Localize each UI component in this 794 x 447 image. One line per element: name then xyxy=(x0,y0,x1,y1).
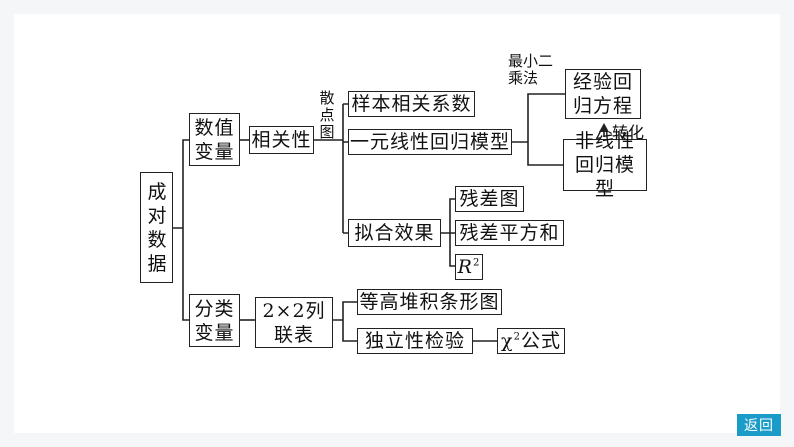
root-label: 成对数据 xyxy=(147,180,168,275)
r-squared-label: R2 xyxy=(457,256,481,278)
linear-regression-label: 一元线性回归模型 xyxy=(349,131,510,153)
transform-arrow-icon xyxy=(599,123,609,132)
empirical-regression-label: 经验回归方程 xyxy=(573,71,634,117)
correlation-label: 相关性 xyxy=(251,129,312,151)
contingency-line-1: 2×2列 xyxy=(262,299,326,322)
numeric-variable-label: 数值变量 xyxy=(194,116,235,163)
residual-sum-squares-node: 残差平方和 xyxy=(455,220,564,246)
residual-plot-node: 残差图 xyxy=(455,186,524,212)
sample-correlation-node: 样本相关系数 xyxy=(348,91,475,117)
linear-regression-node: 一元线性回归模型 xyxy=(348,129,512,155)
scatter-plot-label: 散点图 xyxy=(319,89,335,141)
fit-effect-node: 拟合效果 xyxy=(348,219,441,247)
least-squares-label: 最小二乘法 xyxy=(508,52,554,87)
categorical-variable-label: 分类变量 xyxy=(194,297,235,344)
return-button[interactable]: 返回 xyxy=(737,414,781,436)
numeric-variable-node: 数值变量 xyxy=(189,113,240,166)
independence-test-node: 独立性检验 xyxy=(357,328,473,354)
chi-square-node: χ2公式 xyxy=(497,328,565,354)
contingency-line-2: 联表 xyxy=(273,323,314,346)
transform-label: 转化 xyxy=(612,123,645,142)
nonlinear-regression-node: 非线性回归模型 xyxy=(563,130,647,200)
sample-correlation-label: 样本相关系数 xyxy=(351,93,472,115)
residual-sum-squares-label: 残差平方和 xyxy=(459,222,560,244)
root-node: 成对数据 xyxy=(140,172,173,283)
chi-square-label: χ2公式 xyxy=(501,330,561,352)
empirical-regression-node: 经验回归方程 xyxy=(565,69,641,119)
categorical-variable-node: 分类变量 xyxy=(189,294,240,347)
contingency-table-node: 2×2列 联表 xyxy=(255,297,333,348)
nonlinear-regression-label: 非线性回归模型 xyxy=(574,130,635,200)
r-squared-node: R2 xyxy=(455,254,483,280)
residual-plot-label: 残差图 xyxy=(459,188,520,210)
independence-test-label: 独立性检验 xyxy=(364,330,465,352)
stacked-bar-label: 等高堆积条形图 xyxy=(359,291,500,313)
correlation-node: 相关性 xyxy=(249,126,314,154)
stacked-bar-node: 等高堆积条形图 xyxy=(357,289,502,315)
fit-effect-label: 拟合效果 xyxy=(354,222,435,244)
